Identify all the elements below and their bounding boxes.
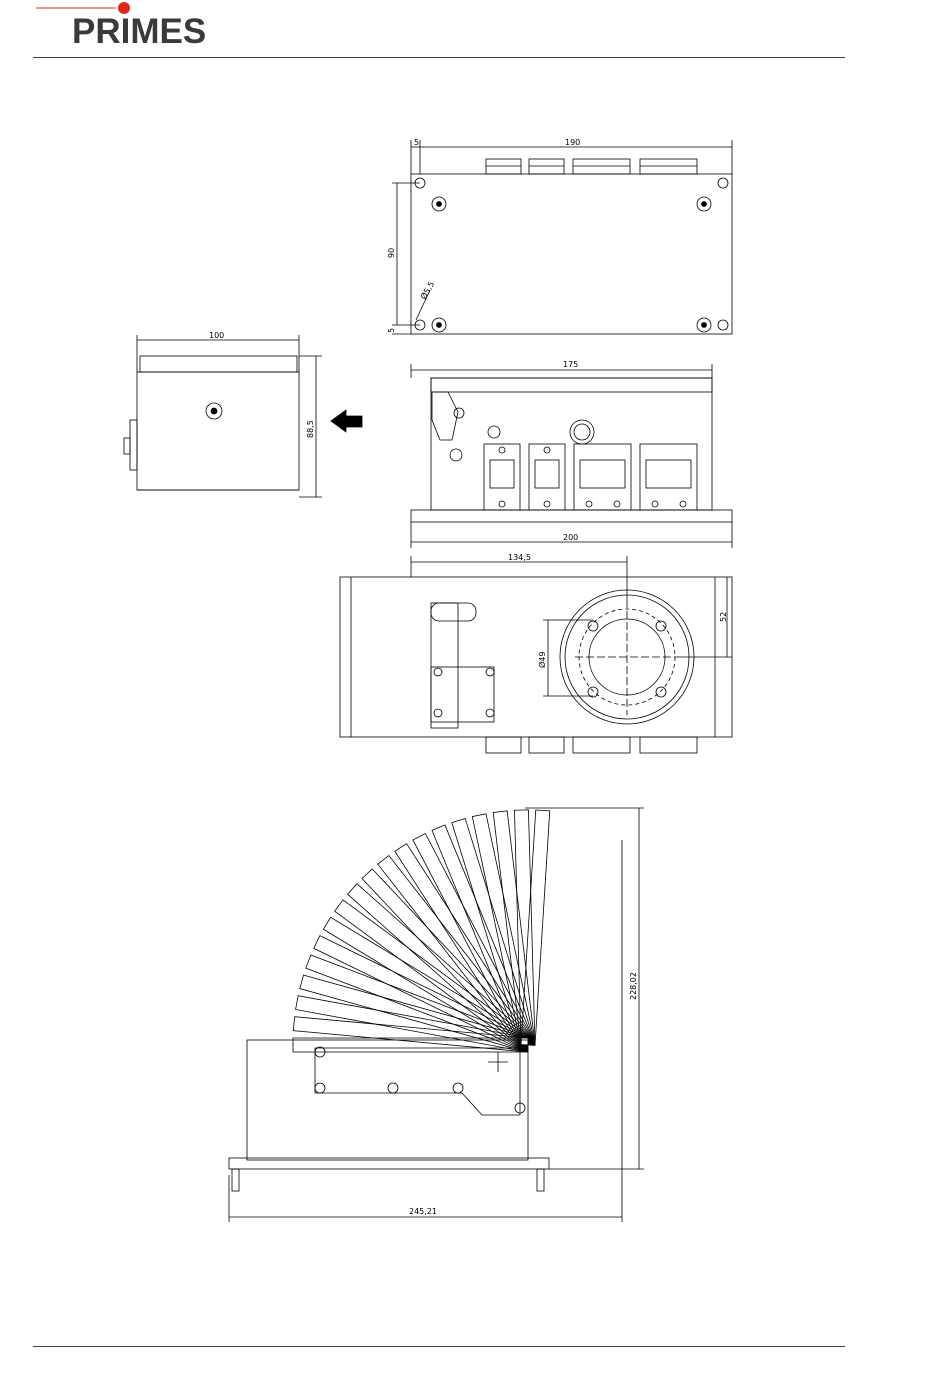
dim-label: Ø49 [537, 652, 547, 668]
dim-label: 175 [563, 360, 578, 369]
dim-label: 5 [414, 138, 419, 147]
dim-label: 100 [209, 331, 224, 340]
swing-plate [293, 1017, 528, 1052]
dim-label: 88,5 [306, 420, 315, 438]
swing-plate [296, 996, 530, 1052]
swing-plate [323, 917, 531, 1051]
swing-plate [521, 810, 550, 1045]
dim-label: Ø5,5 [418, 280, 436, 301]
side-view [124, 335, 322, 497]
top-view [392, 140, 732, 334]
dim-label: 5 [387, 328, 396, 333]
footer-rule [33, 1346, 845, 1347]
dim-label: 228,02 [629, 972, 638, 1000]
swing-plate [362, 869, 533, 1050]
dim-label: 190 [565, 138, 580, 147]
dim-label: 245,21 [409, 1207, 437, 1216]
swing-view [229, 808, 644, 1222]
dim-label: 52 [719, 612, 728, 622]
dim-label: 200 [563, 533, 578, 542]
dim-label: 134,5 [508, 553, 531, 562]
swing-plate [472, 814, 535, 1047]
bottom-view [340, 556, 732, 753]
dim-label: 90 [387, 248, 396, 258]
swing-plate [314, 936, 531, 1052]
view-direction-arrow-icon [331, 410, 362, 432]
swing-plate [395, 844, 534, 1049]
front-view [411, 364, 732, 548]
